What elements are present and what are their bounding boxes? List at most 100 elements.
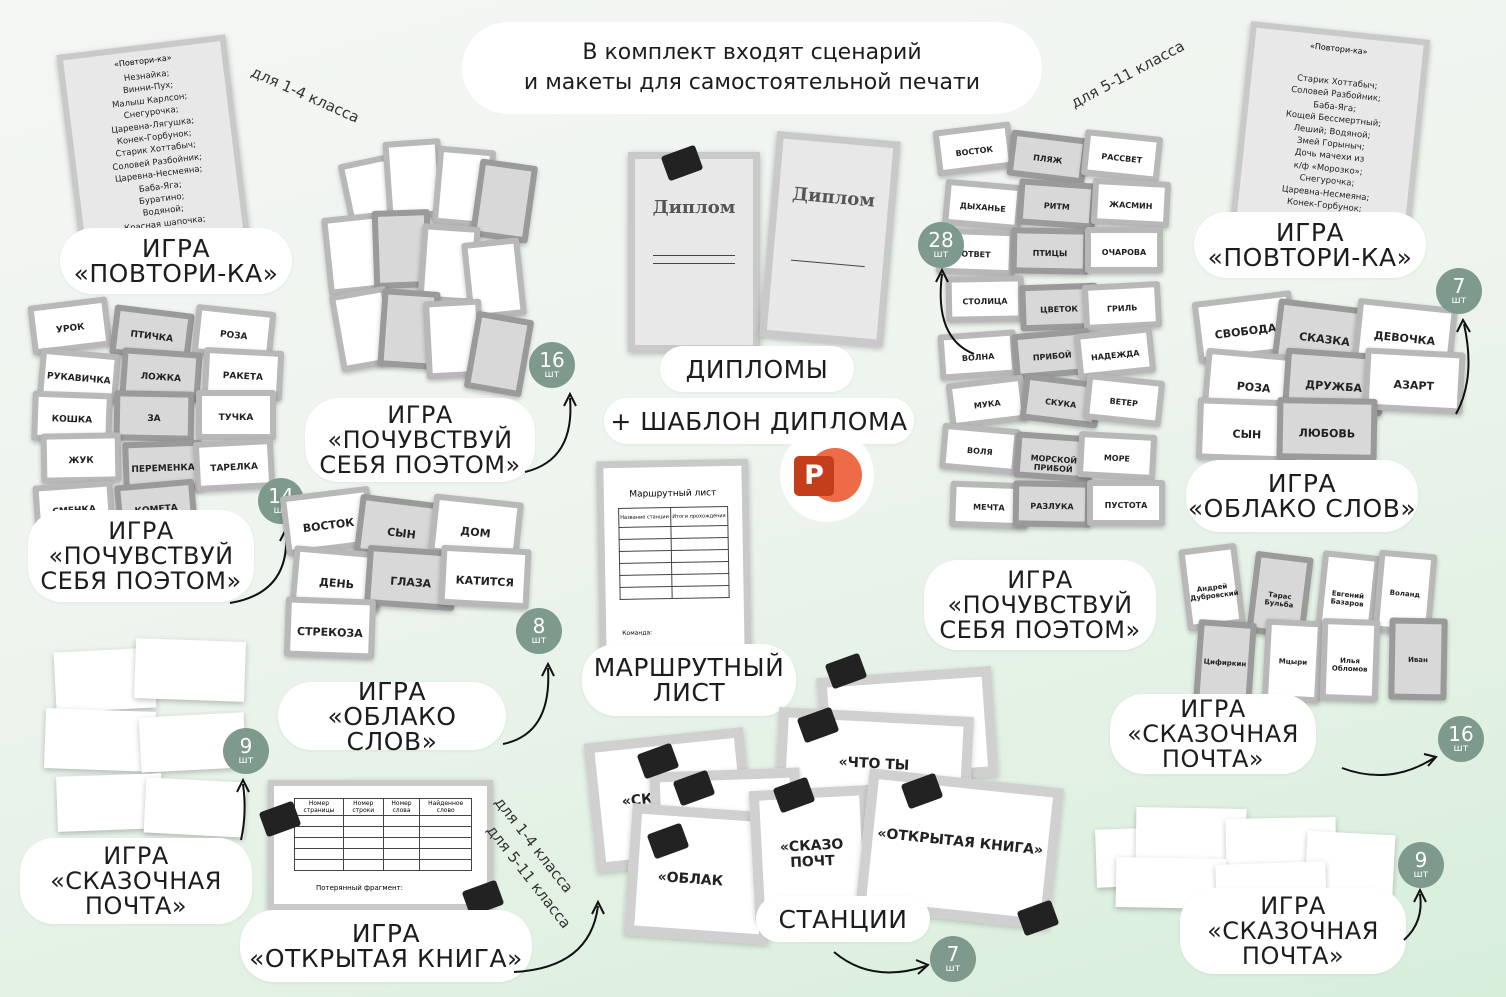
word-card-text: ПУСТОТА bbox=[1104, 501, 1148, 511]
word-card-text: РОЗА bbox=[219, 329, 248, 343]
label-line-2: «ПОЧУВСТВУЙ bbox=[48, 541, 234, 570]
word-card-text: ГРИЛЬ bbox=[1106, 303, 1138, 315]
word-card: Иван bbox=[1388, 617, 1448, 701]
curved-arrow-icon bbox=[935, 267, 975, 355]
label-line-1: ИГРА bbox=[351, 919, 421, 948]
diploma-title: Диплом bbox=[652, 197, 736, 218]
povtori-junior-label: ИГРА «ПОВТОРИ-КА» bbox=[60, 228, 292, 294]
word-card: КАТИТСЯ bbox=[438, 544, 532, 610]
word-card: РАССВЕТ bbox=[1080, 129, 1164, 183]
label-line-3: СЕБЯ ПОЭТОМ» bbox=[40, 566, 242, 595]
station-name: «ОТКРЫТАЯ КНИГА» bbox=[876, 825, 1044, 860]
word-card-text: ПТИЧКА bbox=[129, 329, 174, 345]
povtori-senior-list: Старик Хоттабыч;Соловей Разбойник;Баба-Я… bbox=[1260, 70, 1402, 219]
tag-junior: для 1-4 класса bbox=[248, 62, 363, 127]
word-card-text: РУКАВИЧКА bbox=[46, 371, 111, 387]
diploma-title: Диплом bbox=[791, 183, 876, 212]
word-card: ПУСТОТА bbox=[1087, 480, 1165, 526]
badge-number: 8 bbox=[532, 613, 546, 638]
word-card-text: ВЕТЕР bbox=[1109, 396, 1139, 409]
poet-senior-count-badge: 28 шт bbox=[918, 222, 964, 268]
word-card-text: СТРЕКОЗА bbox=[296, 624, 363, 640]
curved-arrow-icon bbox=[833, 951, 930, 975]
word-card-text: ЗА bbox=[147, 413, 161, 425]
word-card: ЖАСМИН bbox=[1090, 177, 1172, 229]
curved-arrow-icon bbox=[1341, 753, 1438, 777]
badge-unit: шт bbox=[544, 368, 560, 380]
marsh-footer: Команда: bbox=[622, 629, 653, 637]
word-card: Цифиркин bbox=[1193, 619, 1257, 705]
pochta-senior-count-badge: 9 шт bbox=[1398, 842, 1444, 888]
kniga-label: ИГРА «ОТКРЫТАЯ КНИГА» bbox=[240, 910, 532, 982]
word-card-text: ЖАСМИН bbox=[1109, 200, 1153, 212]
word-card-text: Воланд bbox=[1389, 588, 1421, 599]
word-card: ВЕТЕР bbox=[1082, 373, 1166, 427]
pochta-senior-cards-label: ИГРА «СКАЗОЧНАЯ ПОЧТА» bbox=[1110, 694, 1316, 774]
word-card: ЗА bbox=[113, 390, 195, 442]
poet-junior-label: ИГРА «ПОЧУВСТВУЙ СЕБЯ ПОЭТОМ» bbox=[28, 510, 254, 602]
powerpoint-icon: P bbox=[780, 428, 874, 522]
word-card-text: Цифиркин bbox=[1203, 657, 1247, 668]
label-line-1: ИГРА bbox=[1260, 891, 1326, 920]
badge-unit: шт bbox=[933, 248, 949, 260]
word-card-text: ЖУК bbox=[68, 455, 94, 467]
word-card: ОЧАРОВА bbox=[1085, 227, 1163, 273]
label-line-2: «ПОВТОРИ-КА» bbox=[73, 259, 279, 288]
label-line-1: ИГРА bbox=[141, 234, 211, 263]
badge-number: 28 bbox=[928, 227, 954, 252]
word-card-text: ВОСТОК bbox=[955, 145, 994, 159]
label-line-3: ПОЧТА» bbox=[1241, 941, 1345, 970]
pochta-junior-label: ИГРА «СКАЗОЧНАЯ ПОЧТА» bbox=[20, 838, 252, 924]
poet-cards-label: ИГРА «ПОЧУВСТВУЙ СЕБЯ ПОЭТОМ» bbox=[305, 398, 535, 482]
curved-arrow-icon bbox=[1455, 317, 1471, 415]
word-card-text: ЛОЖКА bbox=[140, 371, 182, 385]
curved-arrow-icon bbox=[1403, 887, 1427, 941]
word-card-text: ПЕРЕМЕНКА bbox=[131, 462, 195, 476]
word-card-text: ДЕВОЧКА bbox=[1373, 328, 1436, 348]
word-card-text: Иван bbox=[1407, 655, 1428, 664]
word-card-text: ЛЮБОВЬ bbox=[1298, 426, 1356, 440]
label-line-2: «ПОВТОРИ-КА» bbox=[1207, 243, 1413, 272]
header-line-1: В комплект входят сценарий bbox=[582, 40, 922, 65]
label-line-3: ПОЧТА» bbox=[84, 891, 188, 920]
badge-unit: шт bbox=[1451, 294, 1467, 306]
label-line-2: «ПОЧУВСТВУЙ bbox=[327, 425, 513, 454]
diplomas-label: ДИПЛОМЫ bbox=[660, 346, 854, 392]
label-line-3: СЕБЯ ПОЭТОМ» bbox=[319, 450, 521, 479]
pochta-junior-letters bbox=[43, 638, 250, 840]
marsh-label: МАРШРУТНЫЙ ЛИСТ bbox=[582, 644, 796, 716]
word-card-text: АЗАРТ bbox=[1393, 377, 1435, 393]
word-card-text: НАДЕЖДА bbox=[1090, 348, 1140, 363]
povtori-senior-doc: «Повтори-ка» Старик Хоттабыч;Соловей Раз… bbox=[1229, 21, 1431, 244]
diploma-2: Диплом bbox=[759, 130, 901, 348]
word-card-text: ОЧАРОВА bbox=[1101, 248, 1147, 258]
word-card-text: ПЛЯЖ bbox=[1032, 153, 1063, 167]
label-line-1: ИГРА bbox=[1180, 694, 1246, 723]
word-card: ЖУК bbox=[40, 432, 122, 484]
label-line-3: СЕБЯ ПОЭТОМ» bbox=[939, 615, 1141, 644]
badge-number: 7 bbox=[1452, 273, 1466, 298]
badge-unit: шт bbox=[531, 634, 547, 646]
table-header: Найденное слово bbox=[419, 798, 472, 816]
word-card: ЛЮБОВЬ bbox=[1276, 397, 1378, 461]
word-card: ГРИЛЬ bbox=[1081, 280, 1163, 332]
word-card: ВОЛЯ bbox=[939, 422, 1021, 476]
curved-arrow-icon bbox=[513, 899, 605, 973]
station-name: «ОБЛАК bbox=[657, 868, 724, 890]
word-card-text: КОШКА bbox=[51, 414, 93, 426]
word-card-text: Тарас Бульба bbox=[1264, 590, 1294, 610]
word-card: ВОСТОК bbox=[932, 121, 1016, 177]
word-card-text: ТУЧКА bbox=[218, 413, 254, 424]
header-pill: В комплект входят сценарий и макеты для … bbox=[462, 22, 1042, 114]
word-card-text: РАЗЛУКА bbox=[1030, 501, 1074, 512]
badge-number: 16 bbox=[539, 347, 565, 372]
label-line-2: ЛИСТ bbox=[652, 678, 726, 707]
word-card-text: МОРЕ bbox=[1103, 453, 1131, 464]
label-line-1: МАРШРУТНЫЙ bbox=[593, 653, 785, 682]
doc-head: «Повтори-ка» bbox=[1309, 41, 1369, 57]
label-line-1: ИГРА bbox=[387, 400, 453, 429]
